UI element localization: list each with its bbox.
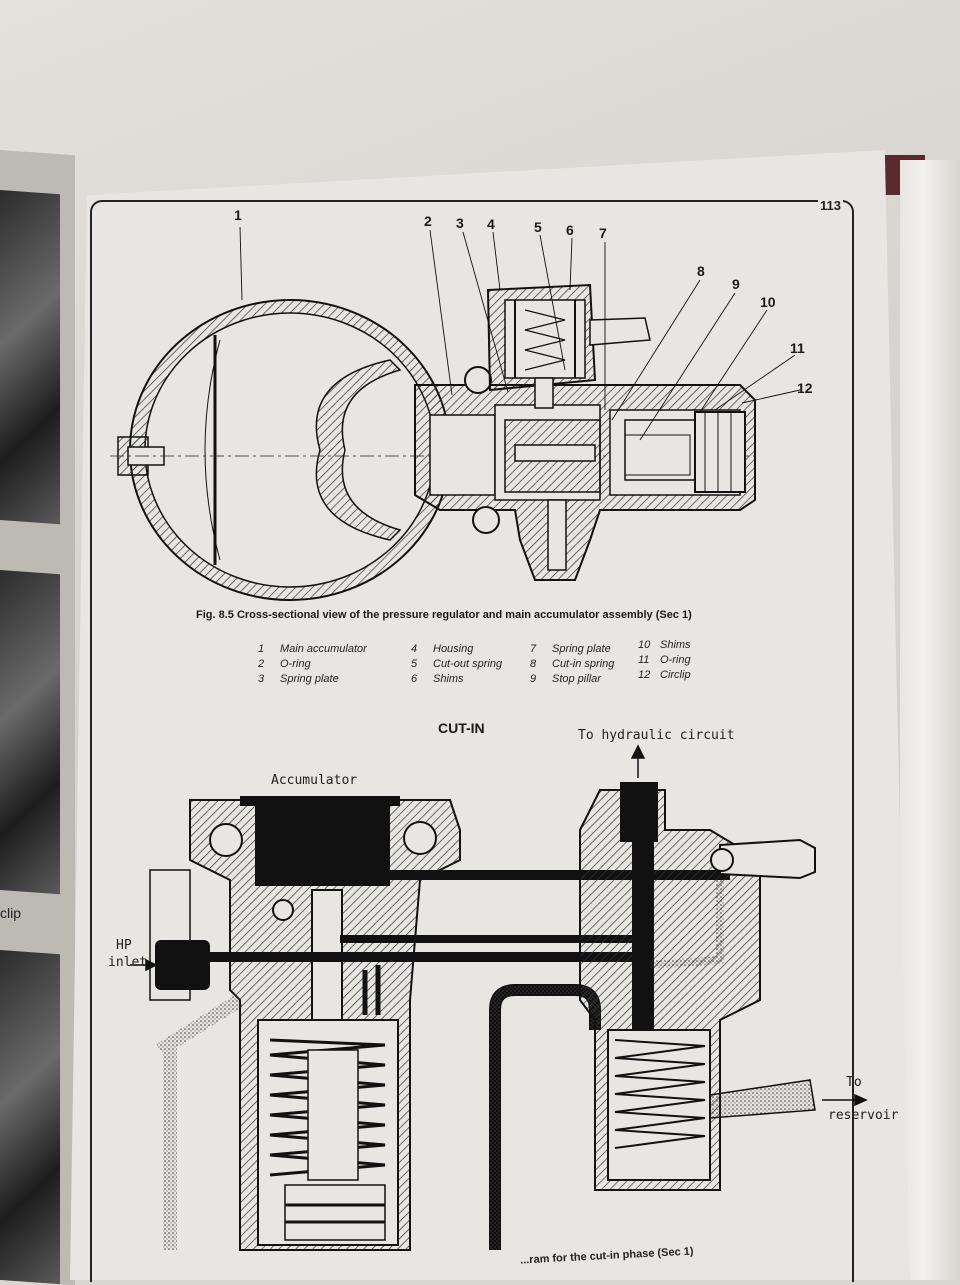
label-to: To xyxy=(846,1075,862,1090)
return-pipe xyxy=(156,994,244,1250)
label-reservoir: reservoir xyxy=(828,1108,899,1123)
hp-inlet-passages xyxy=(149,869,730,1015)
accumulator-block xyxy=(189,796,461,1251)
callout-6: 6 xyxy=(566,222,574,238)
main-accumulator-sphere xyxy=(117,299,451,601)
regulator-housing xyxy=(414,366,756,581)
return-pipe-fill xyxy=(490,985,600,1250)
callout-9: 9 xyxy=(732,276,740,292)
callout-4: 4 xyxy=(487,216,495,232)
label-to-hydraulic-circuit: To hydraulic circuit xyxy=(578,728,735,743)
left-page-clip-label: clip xyxy=(0,905,22,921)
flow-arrows xyxy=(130,744,868,1107)
book-page-edges xyxy=(900,160,960,1280)
callout-2: 2 xyxy=(424,213,432,229)
page-number: 113 xyxy=(818,198,843,213)
figure-8-5-caption: Fig. 8.5 Cross-sectional view of the pre… xyxy=(196,609,692,621)
label-accumulator: Accumulator xyxy=(271,773,358,788)
regulator-valve xyxy=(579,782,816,1191)
callout-10: 10 xyxy=(760,294,776,310)
callout-leader-lines xyxy=(239,226,801,441)
callout-3: 3 xyxy=(456,215,464,231)
callout-11: 11 xyxy=(790,340,805,356)
page-frame xyxy=(90,200,854,1282)
callout-12: 12 xyxy=(797,380,813,396)
cut-out-valve-body xyxy=(486,283,651,409)
label-hp: HP xyxy=(116,938,132,953)
label-inlet: inlet xyxy=(108,955,148,970)
callout-7: 7 xyxy=(599,225,607,241)
return-pipe-outline xyxy=(489,984,601,1250)
cut-in-figure-title: CUT-IN xyxy=(438,720,485,736)
callout-1: 1 xyxy=(234,207,242,223)
callout-5: 5 xyxy=(534,219,542,235)
callout-8: 8 xyxy=(697,263,705,279)
